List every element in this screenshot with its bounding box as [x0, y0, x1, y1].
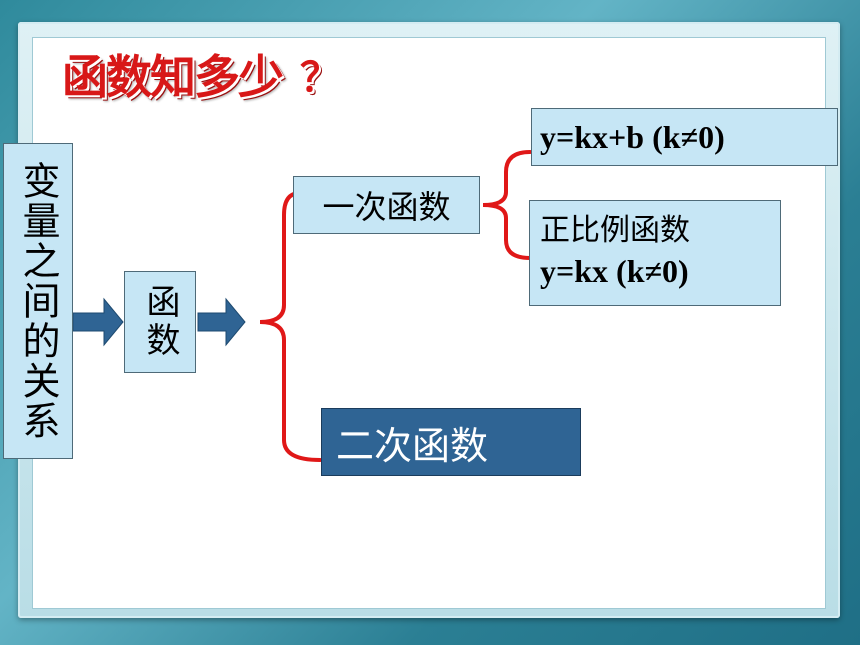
function-box: 函数: [124, 271, 196, 373]
variable-relation-box: 变量之间的关系: [3, 143, 73, 459]
linear-function-box: 一次函数: [293, 176, 480, 234]
linear-general-formula-box: y=kx+b (k≠0): [531, 108, 838, 166]
quadratic-function-box: 二次函数: [321, 408, 581, 476]
slide-title: 函数知多少 ？: [62, 38, 340, 110]
proportional-formula: y=kx (k≠0): [540, 253, 689, 289]
arrow-right-icon: [197, 297, 246, 347]
arrow-right-icon: [72, 297, 124, 347]
question-mark: ？: [300, 55, 340, 101]
proportional-label: 正比例函数: [540, 213, 690, 248]
brace-large: [259, 191, 322, 462]
proportional-function-box: 正比例函数 y=kx (k≠0): [529, 200, 781, 306]
brace-small: [482, 150, 532, 260]
title-text: 函数知多少: [62, 50, 284, 104]
